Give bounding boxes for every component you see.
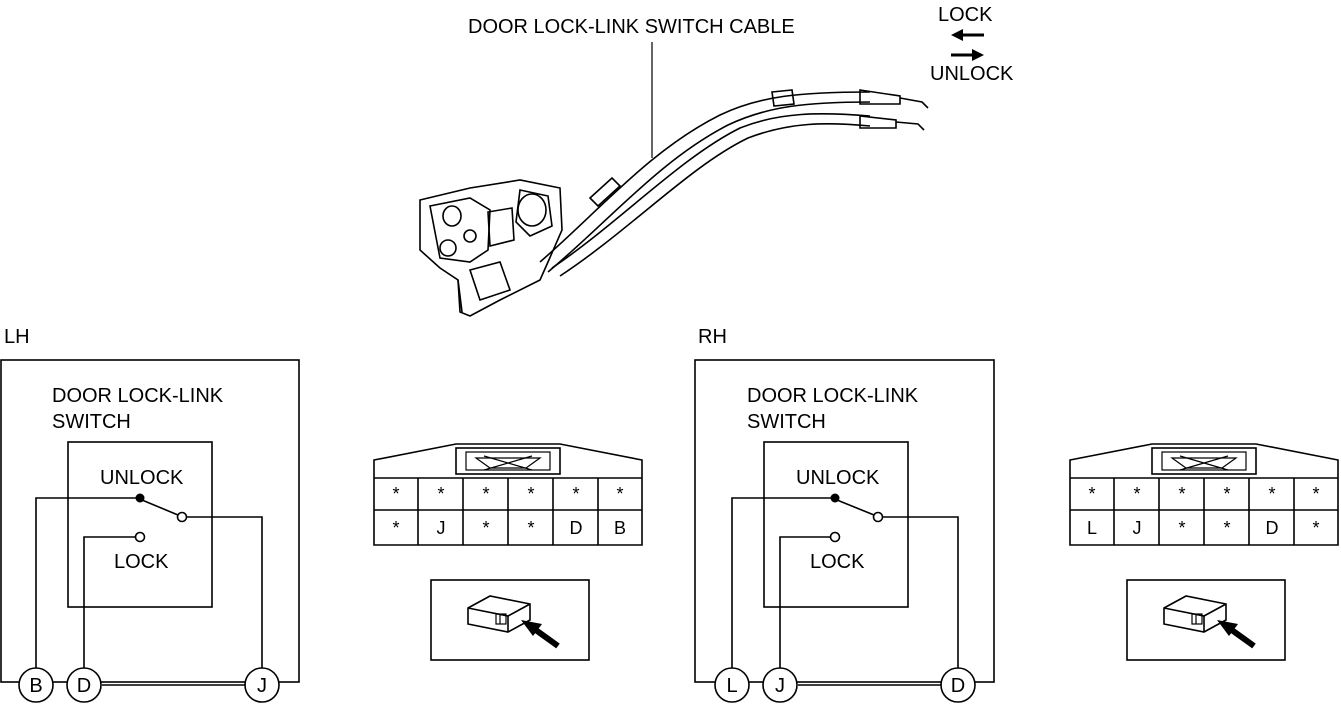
unlock-direction-label: UNLOCK <box>930 63 1014 85</box>
rh-pin-r1c2: * <box>1133 484 1140 504</box>
svg-text:D: D <box>77 675 91 697</box>
rh-terminal-d: D <box>940 667 976 703</box>
lh-switch-blade <box>141 499 179 516</box>
rh-terminal-j: J <box>762 667 798 703</box>
lh-pin-r1c4: * <box>527 484 534 504</box>
rh-pin-r2c1: L <box>1087 518 1097 538</box>
rh-wire-j <box>779 536 831 670</box>
door-lock-illustration: DOOR LOCK-LINK SWITCH CABLE LOCK UNLOCK <box>419 4 1014 317</box>
rh-section: RH DOOR LOCK-LINK SWITCH UNLOCK LOCK L J… <box>694 326 1339 703</box>
unlock-arrow-icon <box>951 49 984 61</box>
lh-connector-face: * * * * * * * J * * D B <box>373 443 643 546</box>
lh-pin-r1c5: * <box>572 484 579 504</box>
lh-section: LH DOOR LOCK-LINK SWITCH UNLOCK LOCK B D… <box>0 326 643 703</box>
lh-connector-view-icon <box>430 579 590 661</box>
lh-outer-box <box>0 359 300 683</box>
cable-label: DOOR LOCK-LINK SWITCH CABLE <box>468 16 795 38</box>
svg-text:L: L <box>726 675 737 697</box>
lh-switch-title-line2: SWITCH <box>52 411 131 433</box>
lh-pin-r2c5: D <box>570 518 583 538</box>
lh-pin-r1c3: * <box>482 484 489 504</box>
rh-pin-r1c5: * <box>1268 484 1275 504</box>
lh-switch-title-line1: DOOR LOCK-LINK <box>52 385 224 407</box>
lh-wire-j <box>186 516 263 670</box>
lh-pin-r2c1: * <box>392 518 399 538</box>
lh-wire-d <box>83 536 136 670</box>
rh-wire-d <box>882 516 959 670</box>
rh-switch-blade <box>836 499 875 516</box>
rh-pin-r2c4: * <box>1223 518 1230 538</box>
lock-direction-label: LOCK <box>938 4 993 26</box>
lh-side-label: LH <box>4 326 30 348</box>
lh-lock-label: LOCK <box>114 551 169 573</box>
rh-switch-title-line1: DOOR LOCK-LINK <box>747 385 919 407</box>
rh-pin-r2c5: D <box>1266 518 1279 538</box>
lh-switch-box <box>67 441 213 608</box>
rh-unlock-label: UNLOCK <box>796 467 880 489</box>
svg-text:J: J <box>775 675 785 697</box>
switch-cable <box>539 89 929 277</box>
rh-terminal-l: L <box>714 667 750 703</box>
rh-pin-r1c3: * <box>1178 484 1185 504</box>
rh-pin-r2c6: * <box>1312 518 1319 538</box>
rh-switch-title-line2: SWITCH <box>747 411 826 433</box>
svg-text:J: J <box>257 675 267 697</box>
rh-pin-r1c1: * <box>1088 484 1095 504</box>
rh-connector-view-icon <box>1126 579 1286 661</box>
rh-lock-label: LOCK <box>810 551 865 573</box>
rh-pin-r2c2: J <box>1133 518 1142 538</box>
lh-pin-r2c4: * <box>527 518 534 538</box>
rh-common-contact <box>872 511 884 523</box>
lh-pin-r1c2: * <box>437 484 444 504</box>
lh-unlock-label: UNLOCK <box>100 467 184 489</box>
rh-wire-l <box>731 497 831 670</box>
lh-pin-r2c3: * <box>482 518 489 538</box>
lh-terminal-d: D <box>66 667 102 703</box>
rh-pin-r1c6: * <box>1312 484 1319 504</box>
lh-common-contact <box>176 511 188 523</box>
lock-arrow-icon <box>951 29 984 41</box>
lh-pin-r2c2: J <box>437 518 446 538</box>
lh-pin-r2c6: B <box>614 518 626 538</box>
rh-side-label: RH <box>698 326 727 348</box>
svg-text:D: D <box>951 675 965 697</box>
rh-outer-box <box>694 359 995 683</box>
lh-terminal-j: J <box>244 667 280 703</box>
lh-terminal-b: B <box>18 667 54 703</box>
svg-text:B: B <box>29 675 42 697</box>
lh-wire-b <box>35 497 136 670</box>
rh-lock-contact <box>829 531 841 543</box>
lh-pin-r1c1: * <box>392 484 399 504</box>
rh-switch-box <box>763 441 909 608</box>
lh-lock-contact <box>134 531 146 543</box>
rh-pin-r2c3: * <box>1178 518 1185 538</box>
door-lock-body <box>419 179 563 317</box>
rh-pin-r1c4: * <box>1223 484 1230 504</box>
rh-connector-face: * * * * * * L J * * D * <box>1069 443 1339 546</box>
lh-pin-r1c6: * <box>616 484 623 504</box>
